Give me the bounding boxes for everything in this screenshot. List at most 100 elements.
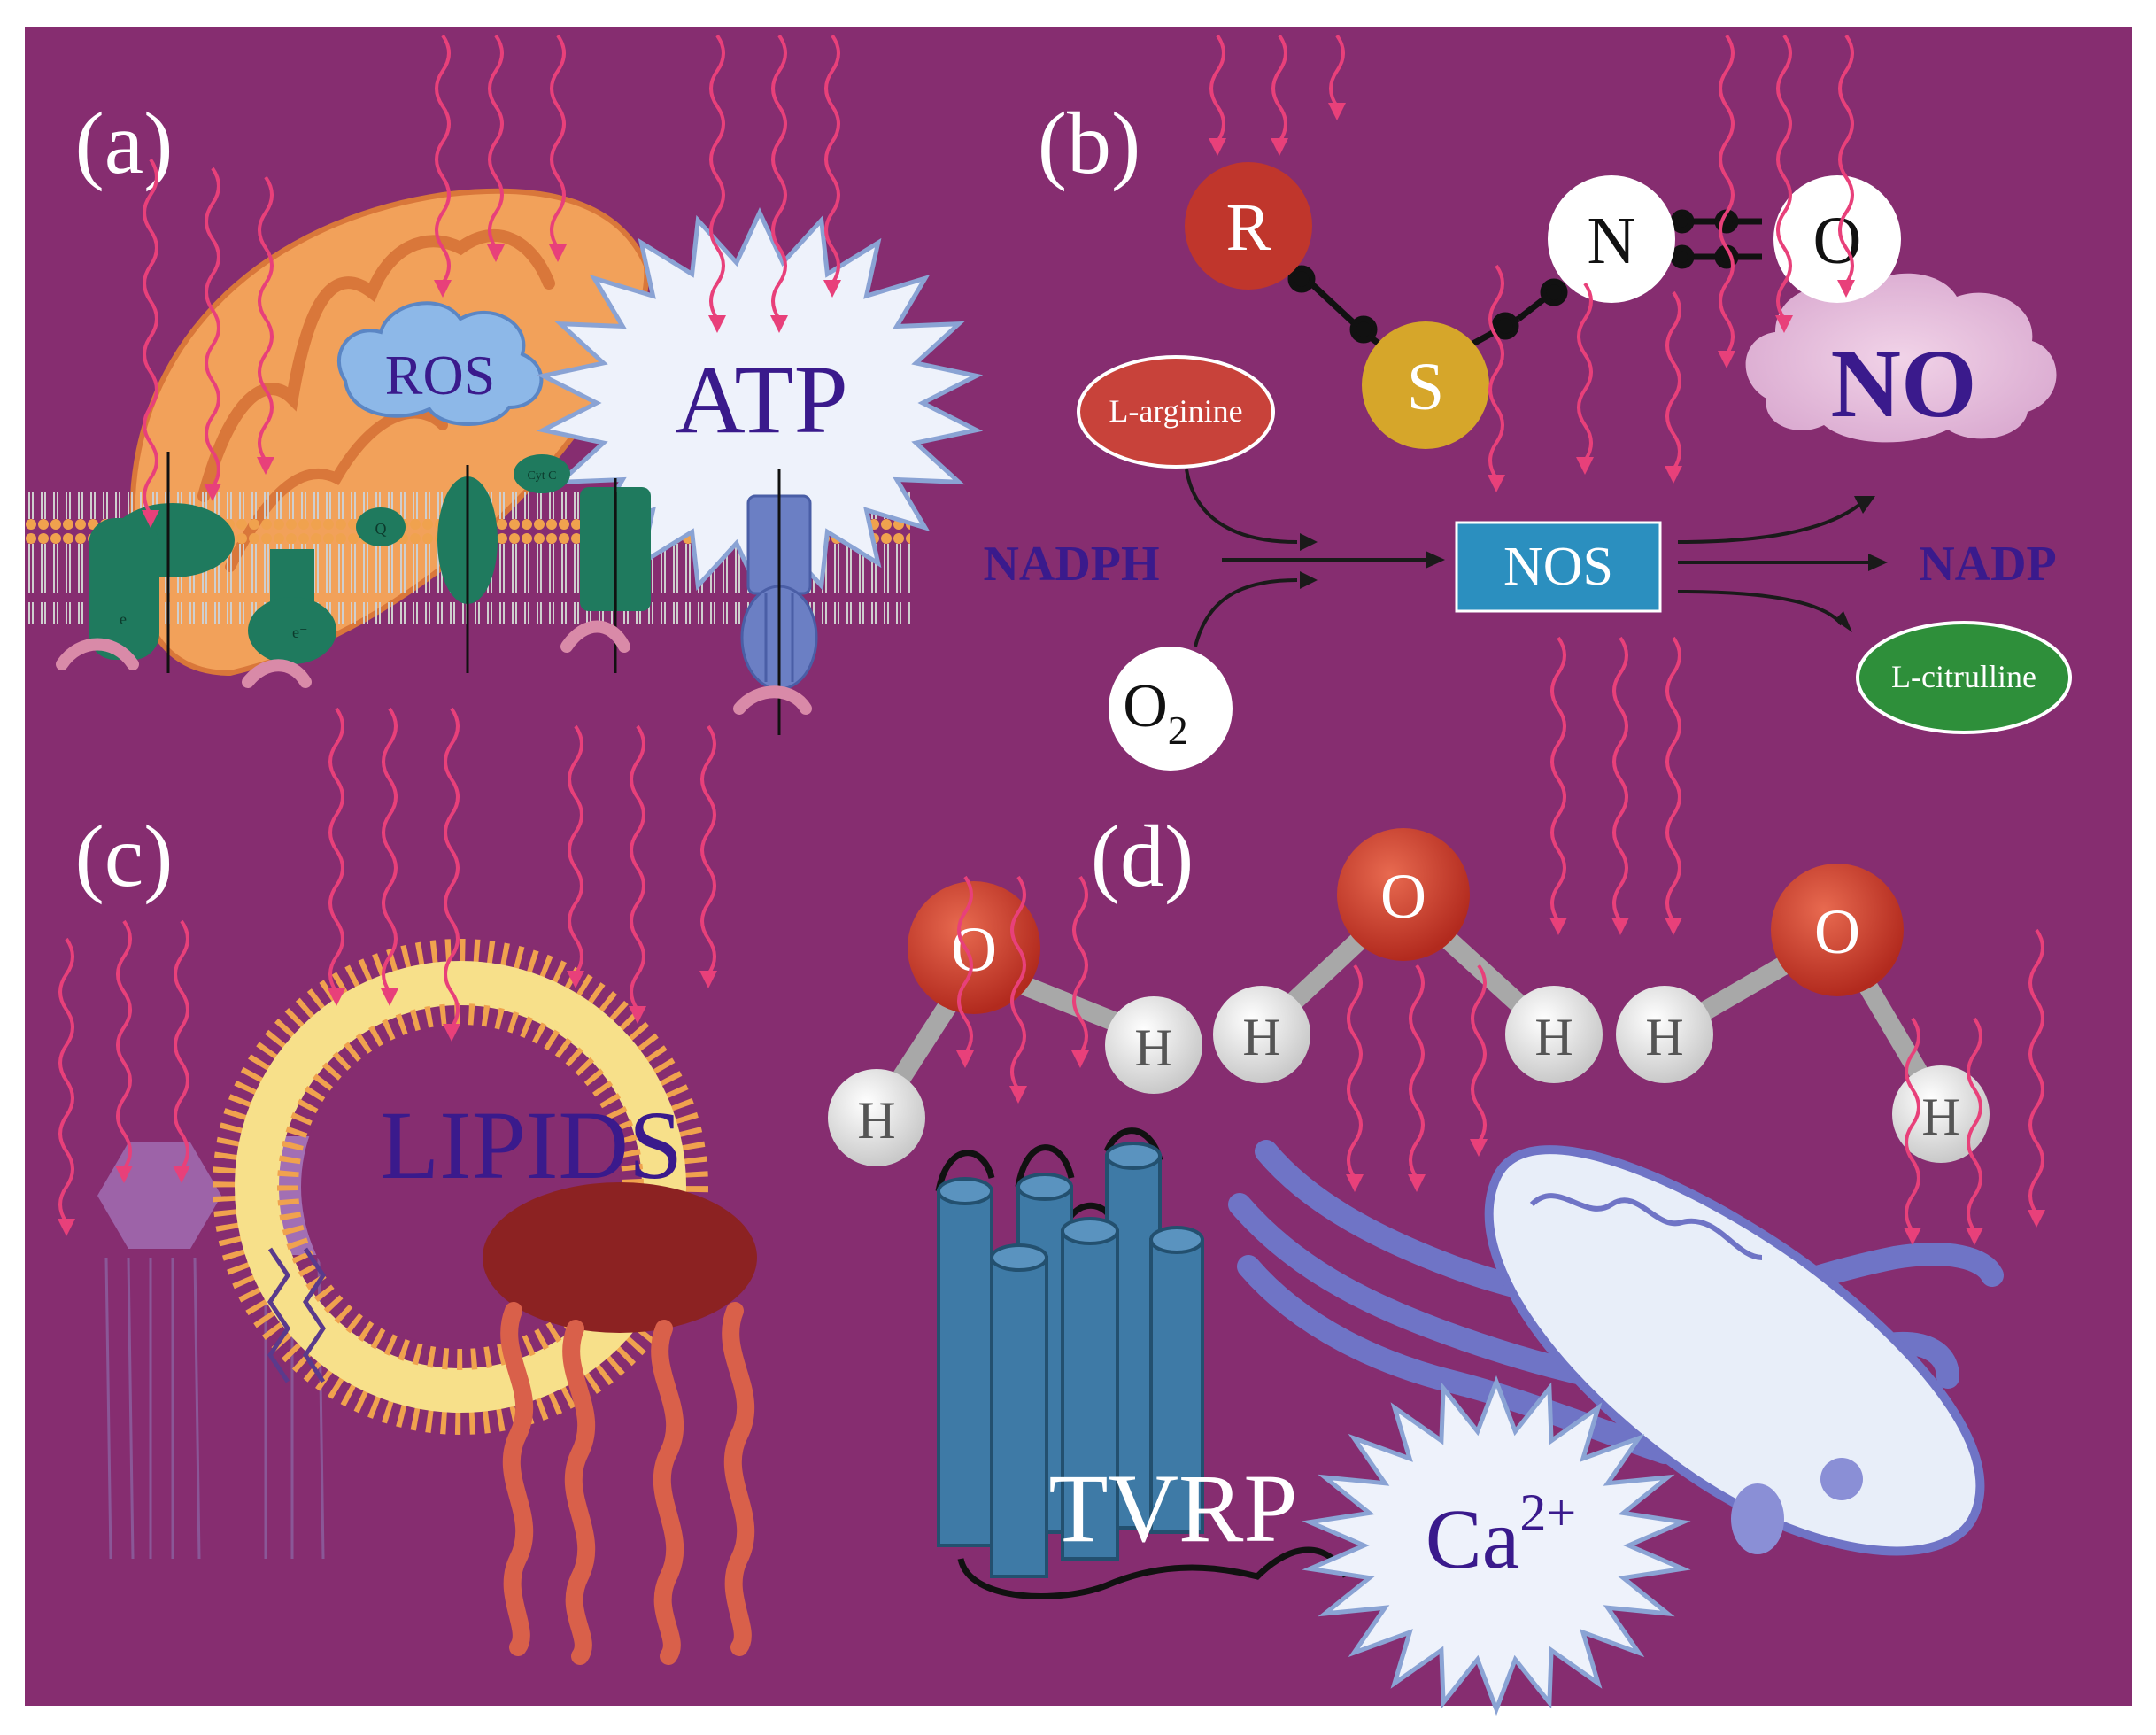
wave-arrowhead <box>173 1166 190 1183</box>
complex-i: e⁻ <box>56 503 235 670</box>
atom-s-label: S <box>1407 350 1444 424</box>
channel-helix <box>990 1256 1048 1578</box>
wave-line <box>957 875 973 1056</box>
wave-line <box>1967 1017 1982 1233</box>
panel-d: O O O H H H H H <box>828 828 2004 1716</box>
wave-arrowhead <box>1665 466 1682 484</box>
channel-helix-top <box>1149 1226 1204 1254</box>
wave-line <box>488 34 504 250</box>
wave-arrowhead <box>1549 918 1567 935</box>
oxygen-2: O <box>1337 828 1470 961</box>
nadph-label: NADPH <box>983 537 1159 592</box>
atom-n-label: N <box>1588 204 1636 278</box>
atom-r-label: R <box>1226 190 1271 265</box>
ros-label: ROS <box>385 344 496 407</box>
no-label: NO <box>1831 329 1977 438</box>
hydrogen-5-label: H <box>1645 1008 1683 1066</box>
wave-arrowhead <box>1071 1050 1089 1068</box>
cytochrome-c: Cyt C <box>514 454 570 493</box>
wave-line <box>1329 34 1345 108</box>
wave-arrowhead <box>2028 1210 2045 1228</box>
hydrogen-1: H <box>828 1069 925 1166</box>
wave-arrowhead <box>1718 351 1735 368</box>
wave-arrowhead <box>1488 475 1505 492</box>
wave-line <box>1577 282 1593 462</box>
atom-o-label: O <box>1813 204 1862 278</box>
wave-arrowhead <box>629 1006 646 1024</box>
oxygen-1: O <box>908 881 1040 1014</box>
complex-label-e2: e⁻ <box>292 624 308 641</box>
lipid-tails <box>500 1302 755 1665</box>
oxygen-3: O <box>1771 864 1904 996</box>
wave-line <box>630 724 645 1011</box>
wave-arrowhead <box>58 1219 75 1236</box>
cytc-label: Cyt C <box>527 469 556 483</box>
wave-line <box>1776 34 1792 321</box>
atom-o: O <box>1773 175 1901 303</box>
channel-helix-top <box>937 1177 993 1205</box>
wave-arrowhead <box>1611 918 1629 935</box>
hydrogen-6-label: H <box>1921 1088 1959 1146</box>
fatty-chains <box>267 1247 327 1383</box>
channel-helix <box>1149 1238 1204 1534</box>
atom-s: S <box>1362 321 1489 449</box>
panel-label-c: (c) <box>75 807 174 905</box>
atp-burst: ATP <box>536 207 984 599</box>
wave-arrowhead <box>567 971 584 988</box>
ca-label: Ca2+ <box>1426 1483 1576 1586</box>
wave-arrowhead <box>549 244 567 262</box>
complex-iv <box>560 478 651 673</box>
wave-line <box>143 158 158 515</box>
trp-channel <box>935 1127 1349 1599</box>
o2-subscript: 2 <box>1168 708 1188 753</box>
lipid-head <box>483 1182 757 1333</box>
wave-arrowhead <box>1904 1228 1921 1245</box>
wave-line <box>771 34 787 321</box>
wave-line <box>382 707 398 994</box>
hydrogen-1-label: H <box>857 1091 895 1150</box>
wave-line <box>258 175 274 462</box>
l-arginine-label: L-arginine <box>1109 393 1242 429</box>
ca-superscript: 2+ <box>1519 1483 1576 1542</box>
nadp-label: NADP <box>1919 537 2057 592</box>
complex-label-e1: e⁻ <box>120 610 135 628</box>
wave-arrowhead <box>257 457 274 475</box>
wave-line <box>116 919 132 1171</box>
channel-helix-top <box>1061 1217 1119 1245</box>
wave-arrowhead <box>115 1166 133 1183</box>
wave-arrowhead <box>328 988 345 1006</box>
wave-arrowhead <box>1665 918 1682 935</box>
wave-arrowhead <box>1346 1174 1364 1192</box>
oxygen-2-label: O <box>1380 861 1426 932</box>
o2-node: O2 <box>1109 647 1233 771</box>
complex-iii <box>437 465 498 673</box>
panel-label-d: (d) <box>1091 807 1194 905</box>
wave-arrowhead <box>1408 1174 1426 1192</box>
l-arginine-node: L-arginine <box>1077 355 1275 469</box>
wave-line <box>1719 34 1735 356</box>
ca-base: Ca <box>1426 1491 1520 1586</box>
channel-helix <box>1061 1229 1119 1561</box>
tvrp-label: TVRP <box>1048 1454 1297 1562</box>
wave-arrowhead <box>1271 138 1288 156</box>
wave-arrowhead <box>1837 280 1855 298</box>
wave-arrowhead <box>443 1024 460 1042</box>
hydrogen-6: H <box>1892 1065 1990 1163</box>
wave-line <box>2028 928 2044 1215</box>
reaction-arrows-in <box>1185 469 1445 647</box>
wave-line <box>174 919 189 1171</box>
quinone: Q <box>356 507 406 546</box>
panel-b: NO R S N <box>983 162 2072 771</box>
panel-c: LIPIDS <box>97 939 757 1665</box>
irradiation-waves <box>58 34 2045 1245</box>
wave-arrowhead <box>204 484 221 501</box>
wave-arrowhead <box>770 315 788 333</box>
wave-line <box>1072 875 1088 1056</box>
wave-line <box>1471 964 1487 1144</box>
hydrogen-5: H <box>1616 986 1713 1083</box>
wave-line <box>1905 1017 1920 1233</box>
wave-arrowhead <box>708 315 726 333</box>
wave-line <box>1838 34 1854 285</box>
